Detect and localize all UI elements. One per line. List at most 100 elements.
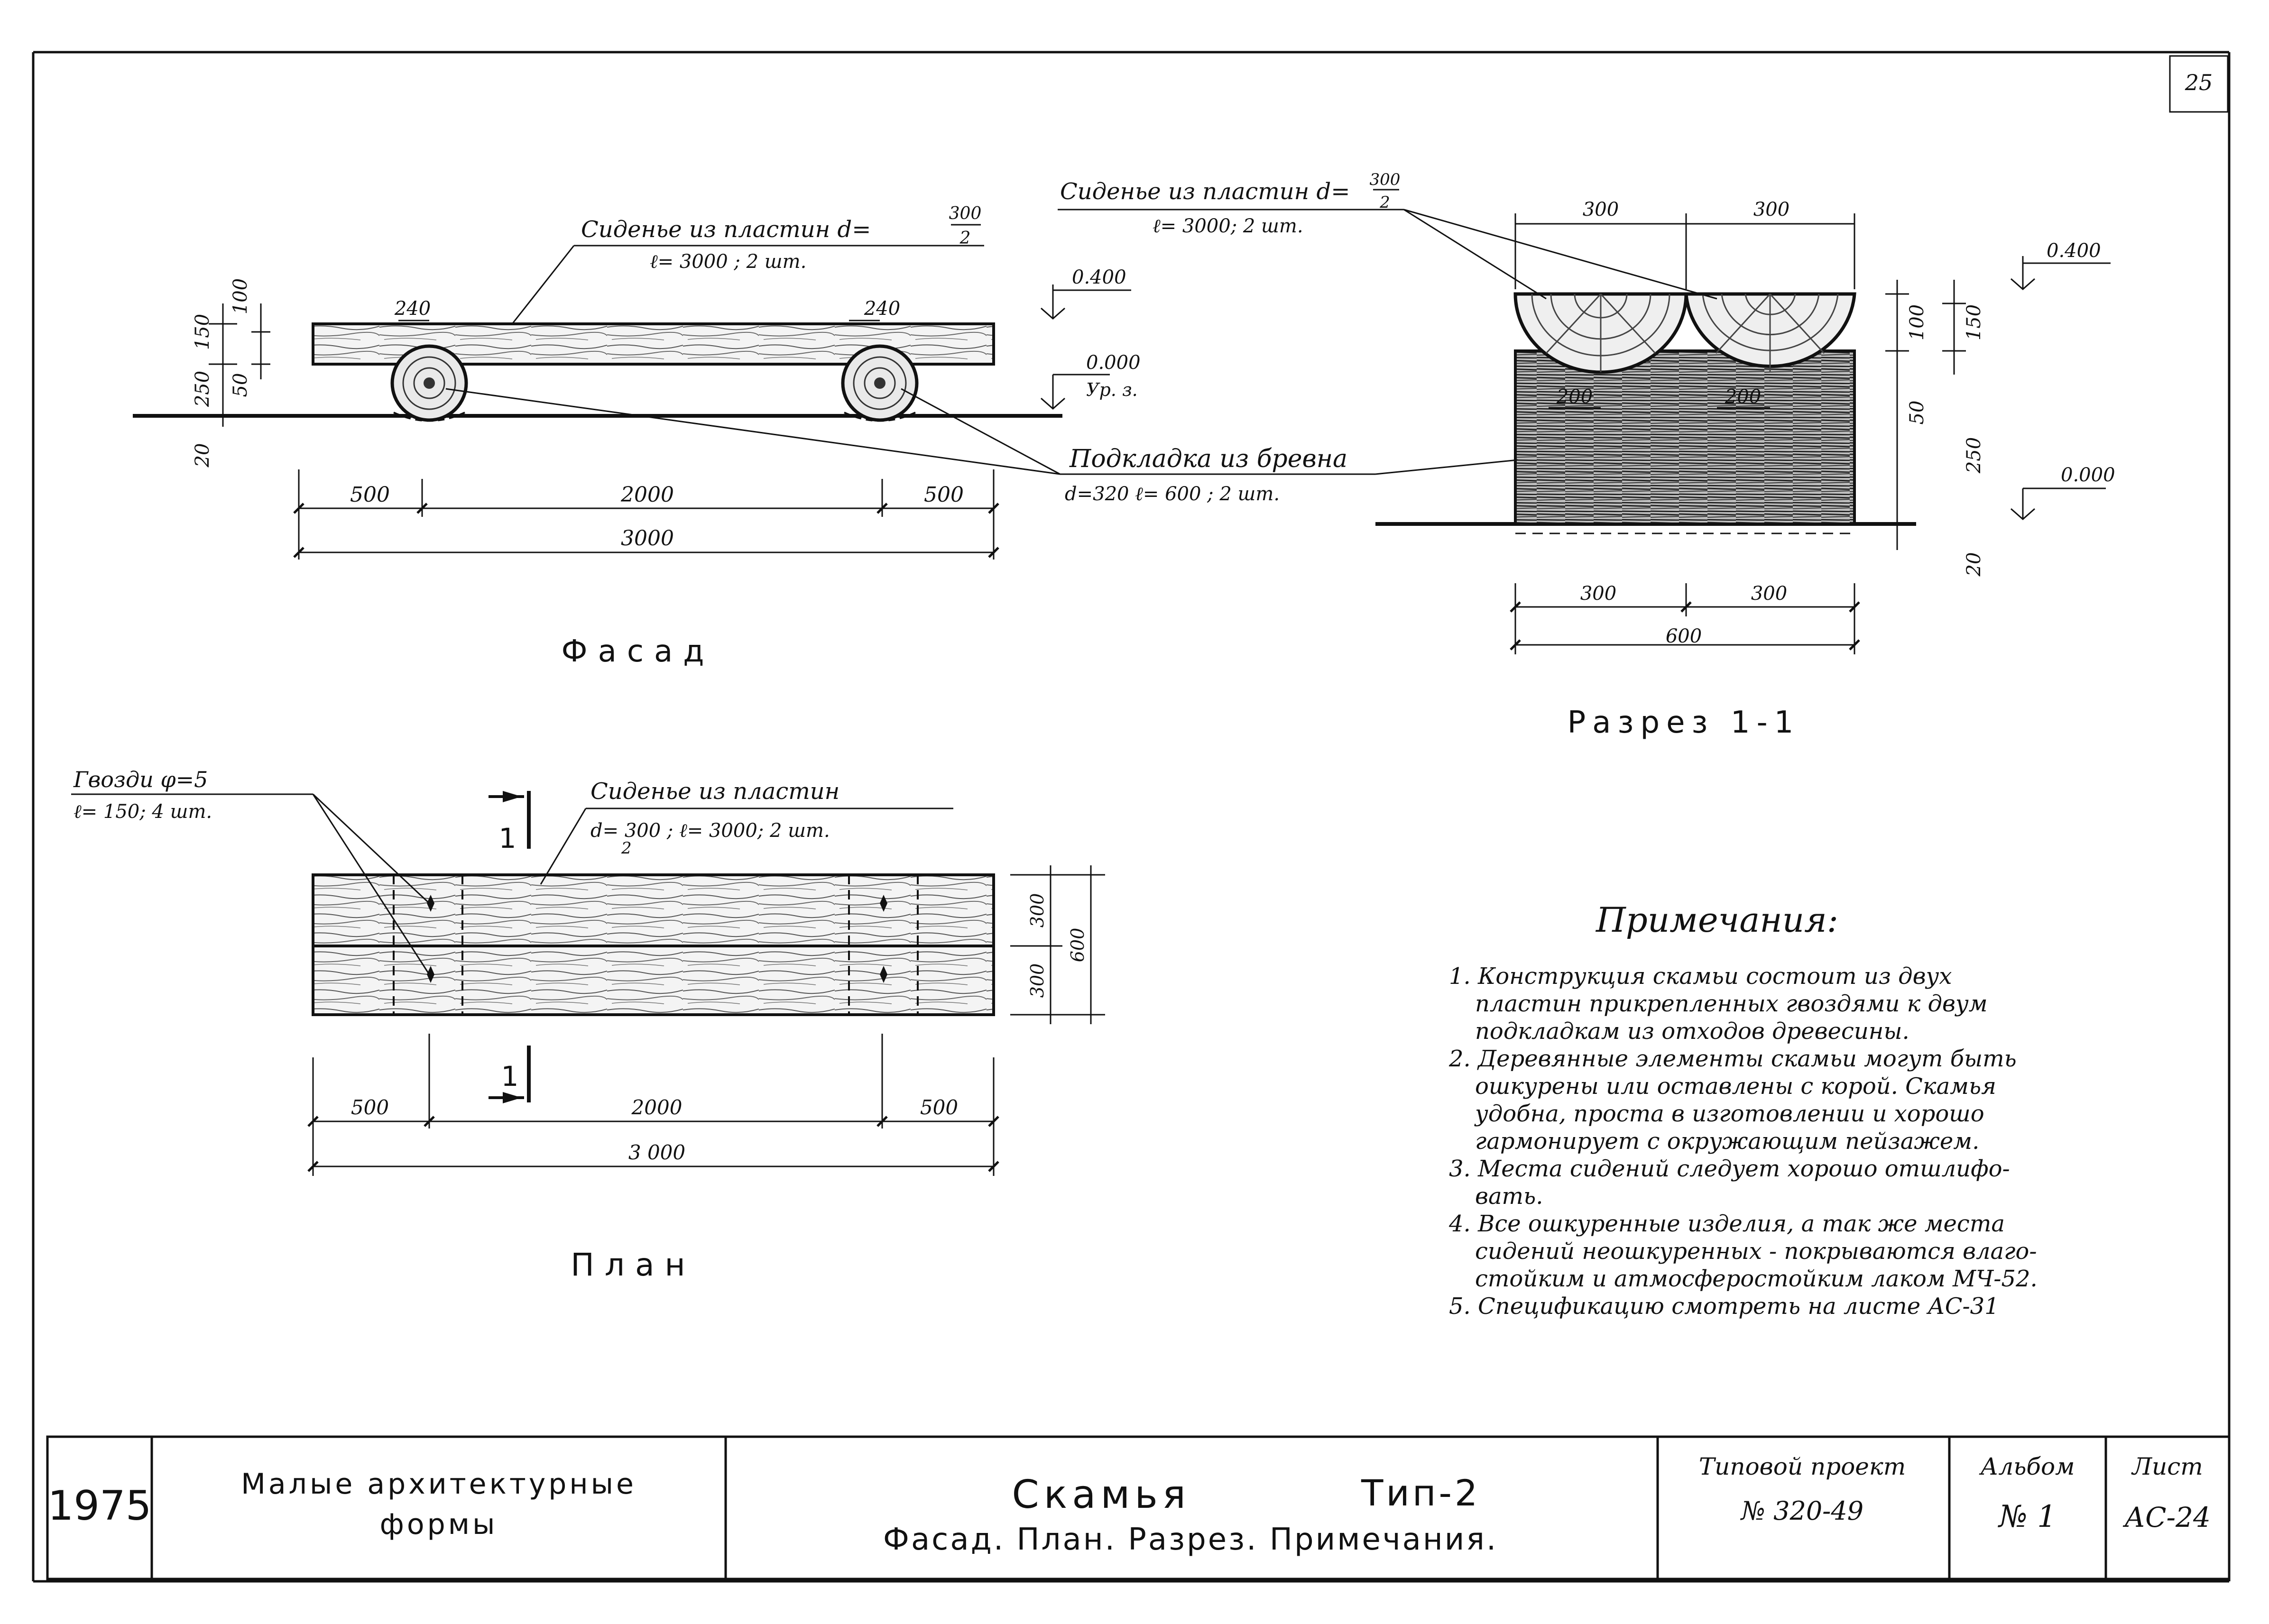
notes-line: вать. [1475,1183,1543,1210]
sheet-frame: 25 [32,51,2231,1583]
notes-line: удобна, проста в изготовлении и хорошо [1474,1101,1984,1127]
notes-line: пластин прикрепленных гвоздями к двум [1475,991,1988,1017]
title-album-label: Альбом [1979,1453,2075,1480]
facade-level-ground: 0.000 [1086,352,1141,374]
section-dim-300-bottom-right: 300 [1751,583,1787,605]
section-dim-600: 600 [1666,625,1702,647]
plan-dim-500-right: 500 [920,1096,958,1119]
section-dim-20: 20 [1963,552,1985,577]
notes-line: 3. Места сидений следует хорошо отшлифо- [1449,1156,2010,1182]
notes-line: 5. Спецификацию смотреть на листе АС-31 [1449,1293,1999,1320]
title-series-line1: Малые архитектурные [241,1468,636,1501]
plan-pad-left [393,875,463,1015]
facade-dim-20: 20 [192,443,213,468]
plan-dim-500-left: 500 [351,1096,389,1119]
plan-dim-2000: 2000 [631,1096,683,1119]
facade-view: 240 240 Сиденье из пластин d= 300 2 ℓ= 3… [133,204,1375,669]
facade-seat-frac-num: 300 [949,204,982,223]
facade-level-ground-note: Ур. з. [1086,379,1138,400]
facade-dim-240-left: 240 [394,298,431,320]
facade-pad-label: Подкладка из бревна [1069,445,1347,473]
facade-dim-3000: 3000 [621,526,674,551]
section-dim-300-top-right: 300 [1753,199,1789,220]
title-album-number: № 1 [1997,1499,2057,1534]
section-half-log-right [1684,292,1856,372]
notes-heading: Примечания: [1595,900,1838,940]
title-contents: Фасад. План. Разрез. Примечания. [883,1522,1498,1557]
facade-dim-100: 100 [230,278,251,314]
title-sheet-label: Лист [2131,1453,2203,1480]
section-level-top: 0.400 [2047,240,2101,262]
section-pad-leader [1375,459,1518,475]
plan-nails-leader-2 [312,794,430,975]
notes-line: ошкурены или оставлены с корой. Скамья [1475,1073,1996,1100]
facade-dim-240-right: 240 [864,298,900,320]
section-dim-50: 50 [1906,401,1928,425]
section-level-ground: 0.000 [2061,464,2115,486]
notes-line: стойким и атмосферостойким лаком МЧ-52. [1475,1266,2038,1292]
notes-line: сидений неошкуренных - покрываются влаго… [1475,1238,2037,1265]
notes-line: 2. Деревянные элементы скамьи могут быть [1448,1046,2017,1072]
facade-level-top: 0.400 [1072,266,1126,288]
section-dim-300-top-left: 300 [1583,199,1619,220]
sheet-number: 25 [2185,70,2213,95]
section-seat-length: ℓ= 3000; 2 шт. [1153,215,1303,237]
facade-dim-150: 150 [192,314,213,350]
title-project-label: Типовой проект [1699,1453,1906,1480]
facade-pad-leader-right [901,388,1061,475]
facade-dim-250: 250 [192,371,213,407]
plan-seat-leader [540,808,587,885]
section-view: 200 200 300 300 Сиденье из пластин d= 30… [1058,170,2115,740]
plan-seat-plank-upper [312,873,995,947]
section-dim-150: 150 [1963,304,1985,340]
section-dim-250: 250 [1963,437,1985,474]
section-dim-300-bottom-left: 300 [1580,583,1616,605]
plan-dim-3000: 3 000 [628,1141,685,1164]
section-title: Разрез 1-1 [1568,705,1800,740]
title-project-number: № 320-49 [1740,1496,1863,1526]
facade-dim-500-right: 500 [924,483,964,507]
section-half-log-left [1513,292,1688,374]
title-series-line2: формы [380,1508,498,1541]
plan-cut-label-bottom: 1 [501,1060,519,1092]
sheet-number-box [2169,55,2229,113]
plan-dim-300-upper: 300 [1027,893,1048,928]
plan-seat-label: Сиденье из пластин [590,778,839,805]
plan-cut-mark-bottom: 1 [489,1046,531,1103]
plan-view: Гвозди φ=5 ℓ= 150; 4 шт. Сиденье из плас… [71,767,1105,1283]
title-sheet-code: АС-24 [2122,1501,2211,1533]
title-year: 1975 [48,1482,152,1530]
facade-dim-500-left: 500 [350,483,390,507]
section-dim-200-right: 200 [1725,386,1761,408]
section-seat-frac-den: 2 [1379,193,1390,212]
facade-seat-leader [511,245,575,324]
section-pad-log [1514,349,1856,525]
facade-seat-frac-den: 2 [959,229,971,248]
plan-title: План [571,1247,695,1283]
notes-block: Примечания: 1. Конструкция скамьи состои… [1448,900,2038,1320]
section-dim-100: 100 [1906,304,1928,340]
facade-seat-label: Сиденье из пластин d= [581,216,871,243]
facade-dim-2000: 2000 [620,483,674,507]
plan-dim-300-lower: 300 [1027,963,1048,998]
plan-dim-600: 600 [1067,928,1088,963]
plan-cut-mark-top: 1 [489,791,531,854]
title-object-type: Тип-2 [1361,1472,1480,1514]
facade-title: Фасад [562,634,715,669]
facade-seat-length: ℓ= 3000 ; 2 шт. [650,251,806,273]
plan-nails [427,895,887,983]
title-object-name: Скамья [1012,1472,1190,1517]
facade-log-right [841,344,919,422]
notes-line: 4. Все ошкуренные изделия, а так же мест… [1448,1211,2005,1237]
facade-log-left [390,344,468,422]
plan-pad-right [848,875,919,1015]
notes-lines: 1. Конструкция скамьи состоит из двухпла… [1448,963,2038,1320]
section-dim-200-left: 200 [1556,386,1593,408]
section-seat-frac-num: 300 [1370,170,1401,189]
plan-nails-leader-1 [312,793,430,904]
plan-seat-frac-den: 2 [621,839,632,858]
section-seat-label: Сиденье из пластин d= [1060,178,1350,205]
notes-line: подкладкам из отходов древесины. [1475,1018,1909,1045]
